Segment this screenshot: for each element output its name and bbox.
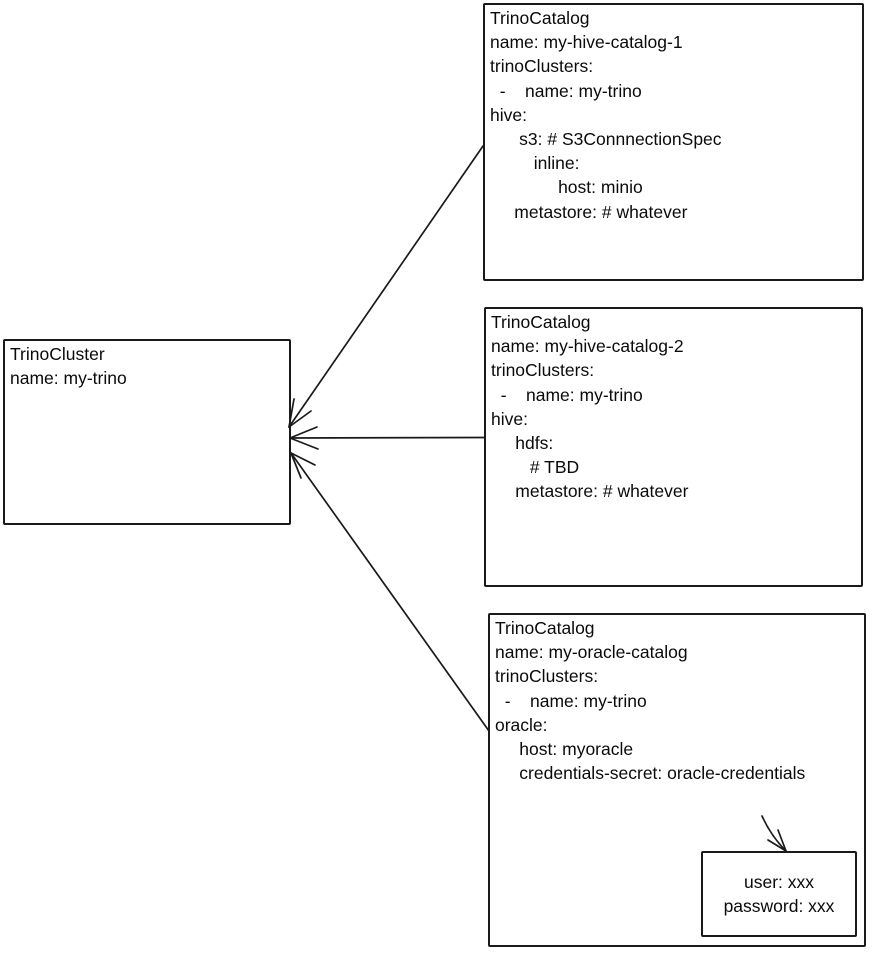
trino-catalog-2-text: TrinoCatalog name: my-hive-catalog-2 tri… bbox=[491, 312, 689, 502]
trino-catalog-2-box: TrinoCatalog name: my-hive-catalog-2 tri… bbox=[484, 307, 863, 587]
edge-catalog3-to-cluster-arrow bbox=[290, 452, 490, 732]
trino-catalog-1-text: TrinoCatalog name: my-hive-catalog-1 tri… bbox=[490, 8, 722, 222]
trino-catalog-3-text: TrinoCatalog name: my-oracle-catalog tri… bbox=[495, 618, 806, 784]
trino-catalog-1-box: TrinoCatalog name: my-hive-catalog-1 tri… bbox=[483, 3, 864, 281]
trino-cluster-box: TrinoCluster name: my-trino bbox=[3, 339, 291, 525]
edge-catalog2-to-cluster-arrow bbox=[289, 426, 485, 450]
credentials-secret-box: user: xxx password: xxx bbox=[701, 851, 857, 937]
trino-cluster-text: TrinoCluster name: my-trino bbox=[10, 344, 127, 389]
edge-catalog1-to-cluster-arrow bbox=[288, 145, 484, 428]
credentials-secret-text: user: xxx password: xxx bbox=[723, 871, 835, 916]
